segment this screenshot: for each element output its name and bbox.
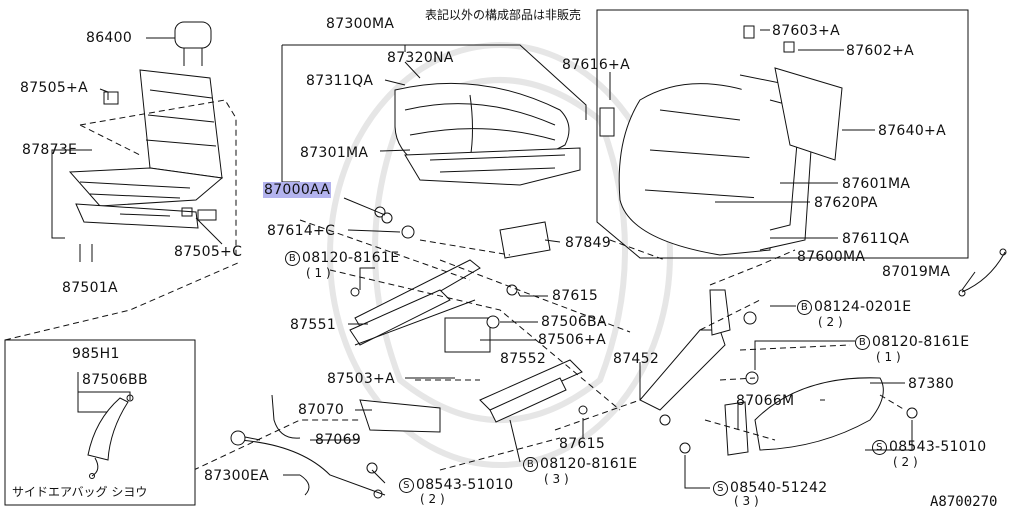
part-number: 08120-8161E: [540, 456, 638, 472]
part-label-87066m[interactable]: 87066M: [736, 393, 795, 409]
part-number: 08543-51010: [889, 439, 987, 455]
quantity-2-left-bottom: ( 2 ): [420, 492, 445, 506]
part-label-87300ea[interactable]: 87300EA: [204, 468, 270, 484]
part-label-87380[interactable]: 87380: [908, 376, 955, 392]
part-label-87551[interactable]: 87551: [290, 317, 337, 333]
part-label-87620pa[interactable]: 87620PA: [814, 195, 878, 211]
part-label-87452[interactable]: 87452: [613, 351, 660, 367]
part-label-87614-c[interactable]: 87614+C: [267, 223, 336, 239]
part-label-87300ma[interactable]: 87300MA: [326, 16, 395, 32]
bolt-mark-s: S: [872, 440, 887, 455]
quantity-1-top: ( 1 ): [306, 266, 331, 280]
seatback-drawing: [599, 25, 843, 256]
diagram-reference-id: A8700270: [930, 494, 998, 510]
inset-caption: サイドエアバッグ シヨウ: [12, 485, 148, 499]
bolt-mark-b: B: [797, 300, 812, 315]
leader-lines: [51, 29, 976, 489]
part-label-87070[interactable]: 87070: [298, 402, 345, 418]
part-label-87301ma[interactable]: 87301MA: [300, 145, 369, 161]
part-label-87552[interactable]: 87552: [500, 351, 547, 367]
part-number: 08543-51010: [416, 477, 514, 493]
part-label-87069[interactable]: 87069: [315, 432, 362, 448]
bolt-mark-s: S: [713, 481, 728, 496]
part-number: 08124-0201E: [814, 299, 912, 315]
complete-seat-drawing: [68, 21, 224, 229]
bolt-mark-b: B: [285, 251, 300, 266]
part-label-87503-a[interactable]: 87503+A: [327, 371, 395, 387]
part-label-87602-a[interactable]: 87602+A: [846, 43, 914, 59]
seat-frame-drawing: [230, 206, 1007, 499]
part-label-87615-top[interactable]: 87615: [552, 288, 599, 304]
part-label-87019ma[interactable]: 87019MA: [882, 264, 951, 280]
part-label-87506bb[interactable]: 87506BB: [82, 372, 148, 388]
part-label-87501a[interactable]: 87501A: [62, 280, 118, 296]
quantity-2-right: ( 2 ): [818, 315, 843, 329]
seat-cushion-drawing: [394, 82, 581, 186]
part-label-87505-c[interactable]: 87505+C: [174, 244, 243, 260]
part-label-87616-a[interactable]: 87616+A: [562, 57, 630, 73]
part-label-87506-a[interactable]: 87506+A: [538, 332, 606, 348]
part-label-87000aa-highlighted[interactable]: 87000AA: [263, 182, 332, 198]
side-airbag-inset: [4, 339, 196, 506]
side-airbag-drawing: [77, 372, 134, 479]
part-label-87603-a[interactable]: 87603+A: [772, 23, 840, 39]
bolt-mark-b: B: [523, 457, 538, 472]
part-number: 08120-8161E: [302, 250, 400, 266]
part-label-87873e[interactable]: 87873E: [22, 142, 78, 158]
part-label-87611qa[interactable]: 87611QA: [842, 231, 910, 247]
bolt-mark-s: S: [399, 478, 414, 493]
quantity-2-right-bottom: ( 2 ): [893, 455, 918, 469]
part-label-87601ma[interactable]: 87601MA: [842, 176, 911, 192]
part-label-87615-bottom[interactable]: 87615: [559, 436, 606, 452]
quantity-1-right: ( 1 ): [876, 350, 901, 364]
part-label-87506ba[interactable]: 87506BA: [541, 314, 607, 330]
part-label-87640-a[interactable]: 87640+A: [878, 123, 946, 139]
part-label-985h1[interactable]: 985H1: [72, 346, 120, 362]
part-number: 08540-51242: [730, 480, 828, 496]
part-label-87505-a[interactable]: 87505+A: [20, 80, 88, 96]
header-note: 表記以外の構成部品は非販売: [425, 8, 582, 22]
part-label-87600ma[interactable]: 87600MA: [797, 249, 866, 265]
quantity-3-right-bottom: ( 3 ): [734, 494, 759, 508]
part-label-87320na[interactable]: 87320NA: [387, 50, 454, 66]
part-number: 08120-8161E: [872, 334, 970, 350]
bolt-mark-b: B: [855, 335, 870, 350]
part-label-87849[interactable]: 87849: [565, 235, 612, 251]
quantity-3-bottom: ( 3 ): [544, 472, 569, 486]
part-label-87311qa[interactable]: 87311QA: [306, 73, 374, 89]
part-label-86400[interactable]: 86400: [86, 30, 133, 46]
